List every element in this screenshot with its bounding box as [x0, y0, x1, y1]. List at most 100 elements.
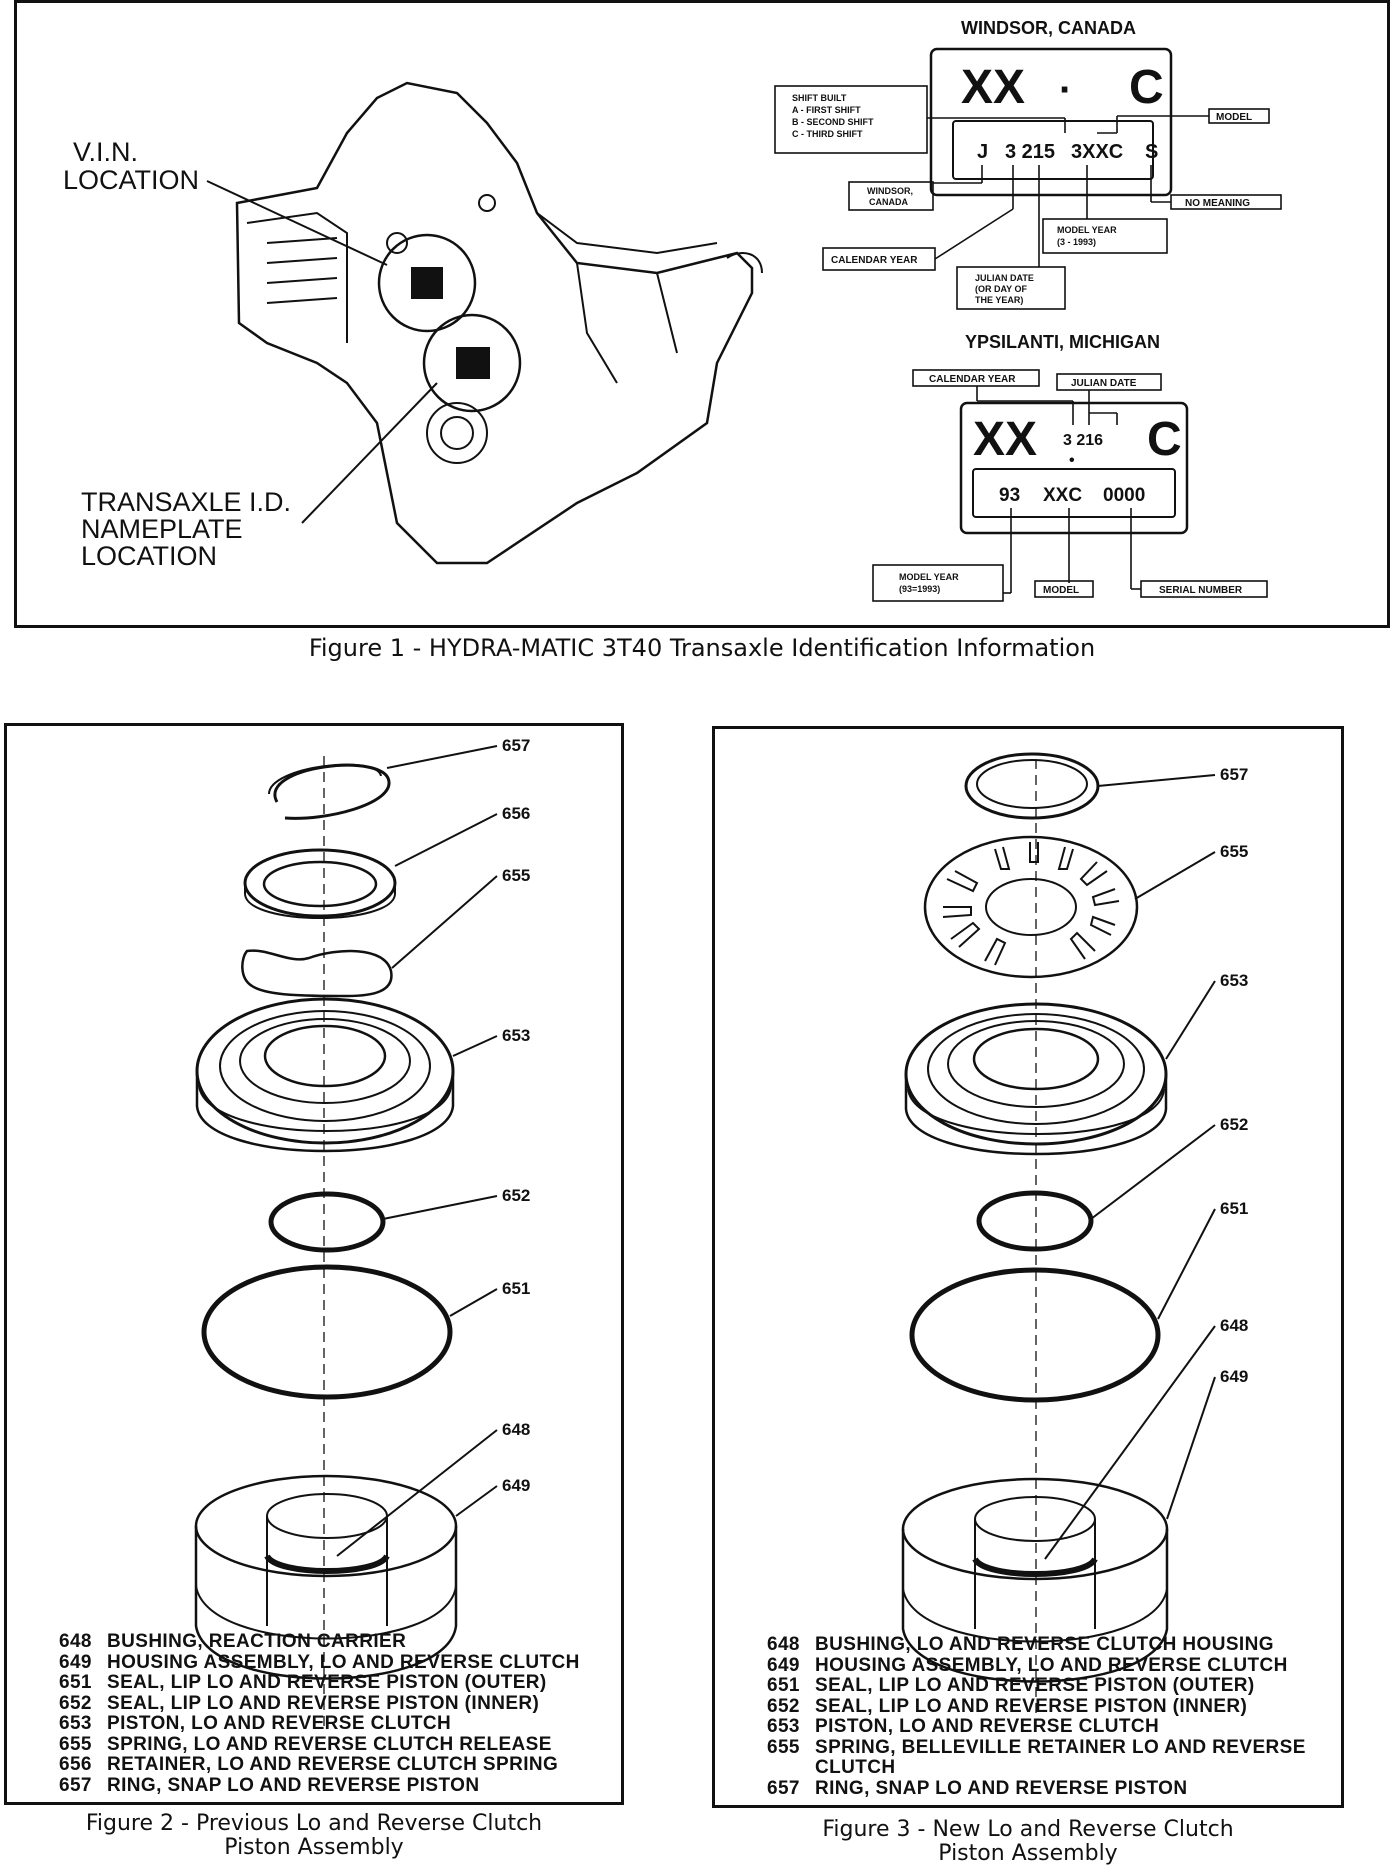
legend-desc: PISTON, LO AND REVERSE CLUTCH: [815, 1716, 1160, 1737]
nameplate-label-line2: NAMEPLATE: [81, 514, 243, 544]
windsor-code-date: 3 215: [1005, 141, 1055, 163]
figure3-callout-652: 652: [1220, 1115, 1248, 1134]
figure2-callout-655: 655: [502, 866, 530, 885]
figure2-callout-652: 652: [502, 1186, 530, 1205]
part-652: [268, 1191, 386, 1253]
figure1-caption: Figure 1 - HYDRA-MATIC 3T40 Transaxle Id…: [308, 634, 1096, 662]
ypsilanti-code-serial: 0000: [1103, 485, 1145, 506]
windsor-code-j: J: [977, 141, 988, 163]
figure2-caption: Figure 2 - Previous Lo and Reverse Clutc…: [4, 1812, 624, 1860]
windsor-model-label: MODEL: [1216, 112, 1252, 123]
vin-label-line1: V.I.N.: [73, 137, 138, 167]
ypsilanti-calendar-box: [912, 369, 1040, 387]
shift-built-line3: B - SECOND SHIFT: [792, 117, 874, 127]
legend-num: 655: [59, 1733, 92, 1755]
part-657: [964, 752, 1100, 820]
figure3-legend: 648 BUSHING, LO AND REVERSE CLUTCH HOUSIN…: [767, 1634, 1327, 1799]
nameplate-label-line3: LOCATION: [81, 541, 217, 571]
legend-num: 657: [59, 1774, 92, 1796]
legend-num: 651: [59, 1672, 92, 1693]
legend-item: 651 SEAL, LIP LO AND REVERSE PISTON (OUTE…: [767, 1675, 1327, 1697]
figure3-caption-line2: Piston Assembly: [938, 1841, 1118, 1866]
ypsilanti-plate-date: 3 216: [1063, 432, 1103, 449]
windsor-code-s: S: [1145, 141, 1158, 163]
legend-num: 656: [59, 1754, 92, 1775]
figure2-callout-653: 653: [502, 1026, 530, 1045]
nameplate-label-line1: TRANSAXLE I.D.: [81, 487, 291, 517]
windsor-plate-xx: XX: [961, 61, 1025, 114]
windsor-model-year-line1: MODEL YEAR: [1057, 225, 1117, 235]
figure2-diagram: 657 656 655 653 652 651 648 649: [194, 736, 530, 1726]
ypsilanti-julian-box: [1056, 373, 1162, 391]
legend-item: 651 SEAL, LIP LO AND REVERSE PISTON (OUTE…: [59, 1672, 599, 1694]
legend-num: 651: [767, 1675, 800, 1696]
figure2-callout-648: 648: [502, 1420, 530, 1439]
ypsilanti-model-year-box: [872, 564, 1004, 602]
legend-desc: HOUSING ASSEMBLY, LO AND REVERSE CLUTCH: [107, 1651, 580, 1673]
ypsilanti-plate-xx: XX: [973, 413, 1037, 466]
part-649: [194, 1474, 458, 1680]
transaxle-illustration: [235, 81, 754, 565]
figure3-callout-649: 649: [1220, 1367, 1248, 1386]
legend-desc: SEAL, LIP LO AND REVERSE PISTON (OUTER): [107, 1672, 547, 1693]
figure3-caption-line1: Figure 3 - New Lo and Reverse Clutch: [822, 1817, 1234, 1842]
legend-desc: SPRING, BELLEVILLE RETAINER LO AND REVER…: [815, 1736, 1306, 1778]
part-653: [904, 1002, 1168, 1156]
legend-num: 648: [767, 1634, 800, 1655]
ypsilanti-model-label: MODEL: [1043, 585, 1079, 596]
part-655: [923, 835, 1139, 979]
legend-desc: RING, SNAP LO AND REVERSE PISTON: [815, 1777, 1188, 1799]
figure1-frame: V.I.N. LOCATION TRANSAXLE I.D. NAMEPLATE…: [14, 0, 1390, 628]
windsor-calendar-box: [822, 247, 936, 271]
legend-desc: BUSHING, REACTION CARRIER: [107, 1631, 407, 1652]
windsor-title: WINDSOR, CANADA: [961, 18, 1136, 38]
windsor-julian-line1: JULIAN DATE: [975, 273, 1034, 283]
figure2-caption-line2: Piston Assembly: [224, 1835, 404, 1860]
legend-item: 648 BUSHING, LO AND REVERSE CLUTCH HOUSIN…: [767, 1634, 1327, 1656]
shift-built-line1: SHIFT BUILT: [792, 93, 847, 103]
ypsilanti-model-year-line2: (93=1993): [899, 584, 940, 594]
windsor-julian-line3: THE YEAR): [975, 295, 1023, 305]
windsor-plant-line1: WINDSOR,: [867, 186, 913, 196]
shift-built-line4: C - THIRD SHIFT: [792, 129, 863, 139]
legend-num: 649: [767, 1654, 800, 1676]
figure1-diagram: V.I.N. LOCATION TRANSAXLE I.D. NAMEPLATE…: [63, 18, 1282, 602]
ypsilanti-plate: [959, 401, 1189, 535]
ypsilanti-julian-label: JULIAN DATE: [1071, 378, 1137, 389]
ypsilanti-model-year-line1: MODEL YEAR: [899, 572, 959, 582]
vin-label-line2: LOCATION: [63, 165, 199, 195]
ypsilanti-model-box: [1034, 580, 1094, 598]
ypsilanti-plate-c: C: [1147, 413, 1182, 466]
ypsilanti-plate-dot: •: [1069, 452, 1075, 469]
shift-built-line2: A - FIRST SHIFT: [792, 105, 861, 115]
figure3-callout-655: 655: [1220, 842, 1248, 861]
serial-number-box: [1140, 580, 1268, 598]
figure3-callout-657: 657: [1220, 765, 1248, 784]
legend-num: 649: [59, 1651, 92, 1673]
legend-item: 649 HOUSING ASSEMBLY, LO AND REVERSE CLUT…: [59, 1651, 599, 1674]
legend-num: 652: [767, 1695, 800, 1717]
legend-num: 653: [59, 1713, 92, 1734]
part-651: [201, 1264, 453, 1400]
serial-number-label: SERIAL NUMBER: [1159, 585, 1243, 596]
figure2-callout-657: 657: [502, 736, 530, 755]
figure3-diagram: 657 655 653 652 651 648 649: [901, 752, 1248, 1729]
ypsilanti-code-model: XXC: [1043, 485, 1082, 506]
legend-desc: BUSHING, LO AND REVERSE CLUTCH HOUSING: [815, 1634, 1274, 1655]
windsor-plate-c: C: [1129, 61, 1164, 114]
windsor-plate: [929, 47, 1173, 197]
legend-num: 653: [767, 1716, 800, 1737]
part-652: [976, 1190, 1094, 1252]
figure3-callout-648: 648: [1220, 1316, 1248, 1335]
legend-desc: SEAL, LIP LO AND REVERSE PISTON (INNER): [107, 1692, 540, 1714]
windsor-julian-box: [956, 266, 1066, 310]
windsor-model-year-line2: (3 - 1993): [1057, 237, 1096, 247]
legend-desc: SEAL, LIP LO AND REVERSE PISTON (OUTER): [815, 1675, 1255, 1696]
figure2-callout-649: 649: [502, 1476, 530, 1495]
part-656: [243, 848, 397, 919]
